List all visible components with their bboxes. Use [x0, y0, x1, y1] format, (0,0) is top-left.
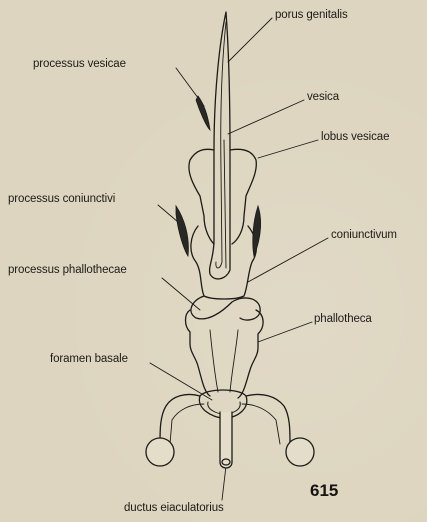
leader-lobus-vesicae [258, 140, 318, 158]
leader-processus-coniunctivi [158, 205, 178, 222]
vesica [210, 12, 230, 279]
label-phallotheca: phallotheca [314, 313, 372, 325]
label-processus-vesicae: processus vesicae [33, 58, 126, 70]
leader-lines [150, 18, 328, 500]
basal-sphere-right [286, 438, 314, 466]
label-coniunctivum: coniunctivum [331, 229, 397, 241]
label-vesica: vesica [307, 91, 339, 103]
phallotheca [186, 310, 264, 398]
coniunctivum [191, 226, 256, 299]
leader-ductus-eiaculatorius [222, 466, 226, 500]
label-lobus-vesicae: lobus vesicae [321, 131, 389, 143]
figure-number: 615 [310, 481, 338, 501]
label-processus-coniunctivi: processus coniunctivi [8, 193, 115, 205]
vesica-inner-2 [224, 140, 226, 268]
leader-phallotheca [258, 322, 312, 342]
phallotheca-inner [210, 330, 238, 392]
lobus-vesicae [189, 149, 256, 244]
leader-coniunctivum [248, 238, 328, 282]
processus-vesicae [196, 96, 210, 130]
processus-coniunctivi-right [253, 206, 261, 256]
label-processus-phallothecae: processus phallothecae [8, 264, 127, 276]
label-ductus-eiaculatorius: ductus eiaculatorius [124, 502, 224, 514]
leader-vesica [228, 100, 304, 134]
leader-processus-phallothecae [162, 278, 200, 310]
processus-coniunctivi-left [176, 206, 188, 256]
label-porus-genitalis: porus genitalis [275, 9, 348, 21]
leader-porus-genitalis [228, 18, 272, 62]
basal-sphere-left [146, 438, 174, 466]
label-foramen-basale: foramen basale [50, 353, 128, 365]
